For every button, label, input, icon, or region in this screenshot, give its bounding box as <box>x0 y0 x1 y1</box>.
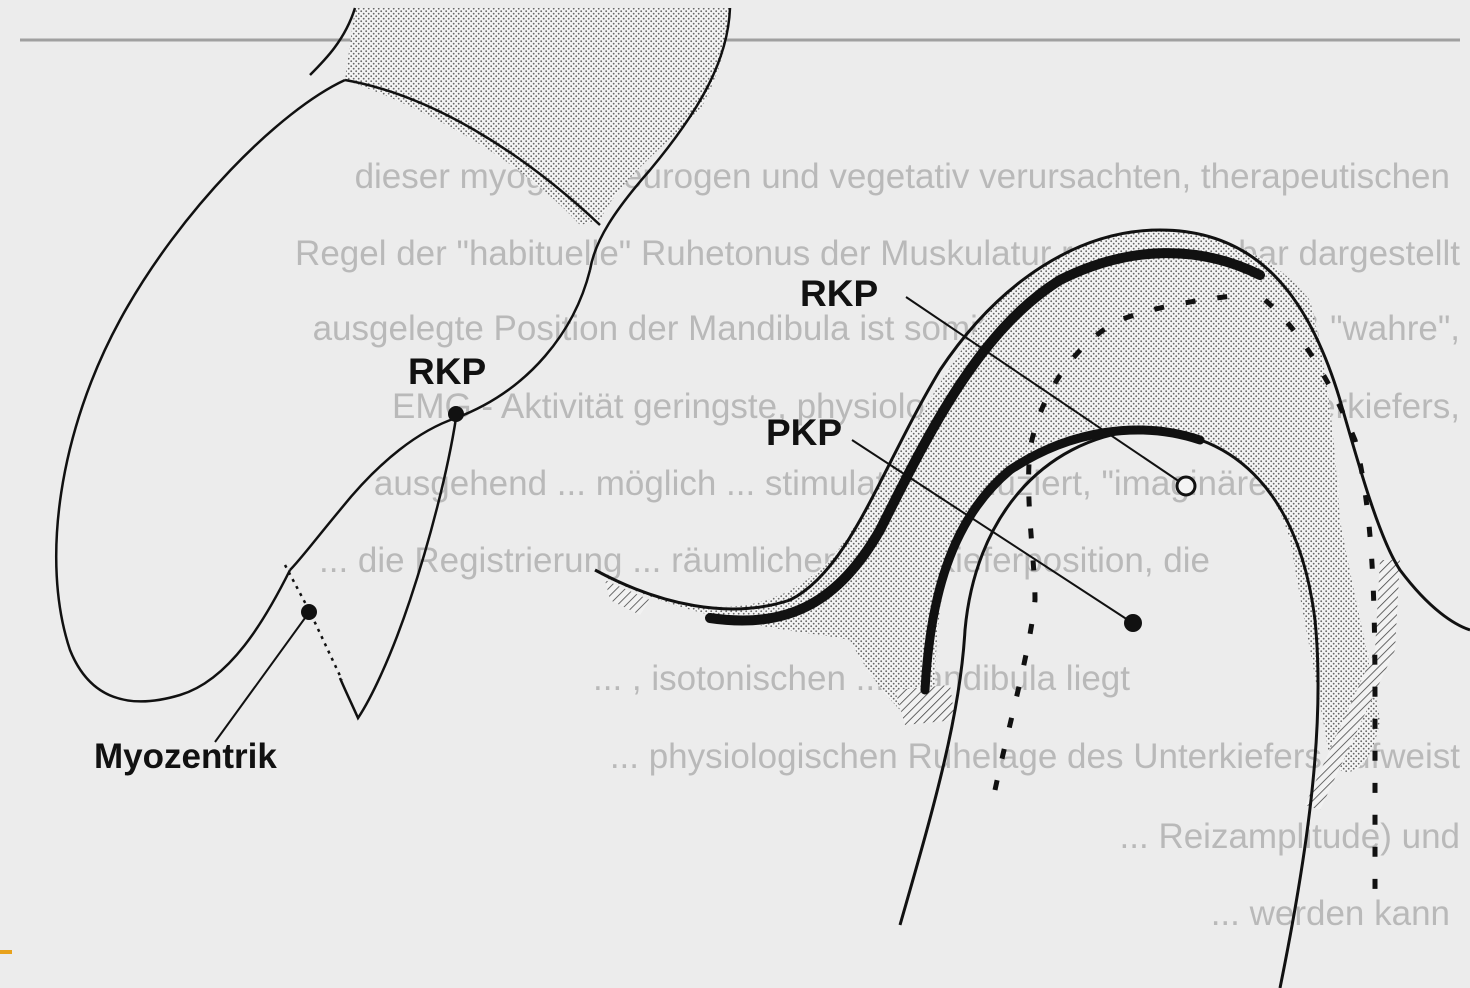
myozentrik-leader-line <box>215 618 305 742</box>
rkp-right-point <box>1177 477 1195 495</box>
myozentrik-dotted-line <box>285 565 342 680</box>
bleed-line-9: ... Reizamplitude) und <box>1120 817 1460 856</box>
rkp-left-label: RKP <box>408 351 486 392</box>
rkp-left-point <box>448 406 464 422</box>
bleed-line-10: ... werden kann <box>1211 894 1450 933</box>
bleed-line-7: ... , isotonischen ... Mandibula liegt <box>593 659 1130 698</box>
bleed-line-2: Regel der "habituelle" Ruhetonus der Mus… <box>295 234 1460 273</box>
pkp-label: PKP <box>766 412 842 453</box>
rkp-right-label: RKP <box>800 273 878 314</box>
bleed-line-5: ausgehend ... möglich ... stimulationsin… <box>374 464 1280 503</box>
bleed-line-6: ... die Registrierung ... räumlichen Unt… <box>319 541 1210 580</box>
myozentrik-point <box>301 604 317 620</box>
myozentrik-label: Myozentrik <box>94 737 277 776</box>
pkp-point <box>1124 614 1142 632</box>
